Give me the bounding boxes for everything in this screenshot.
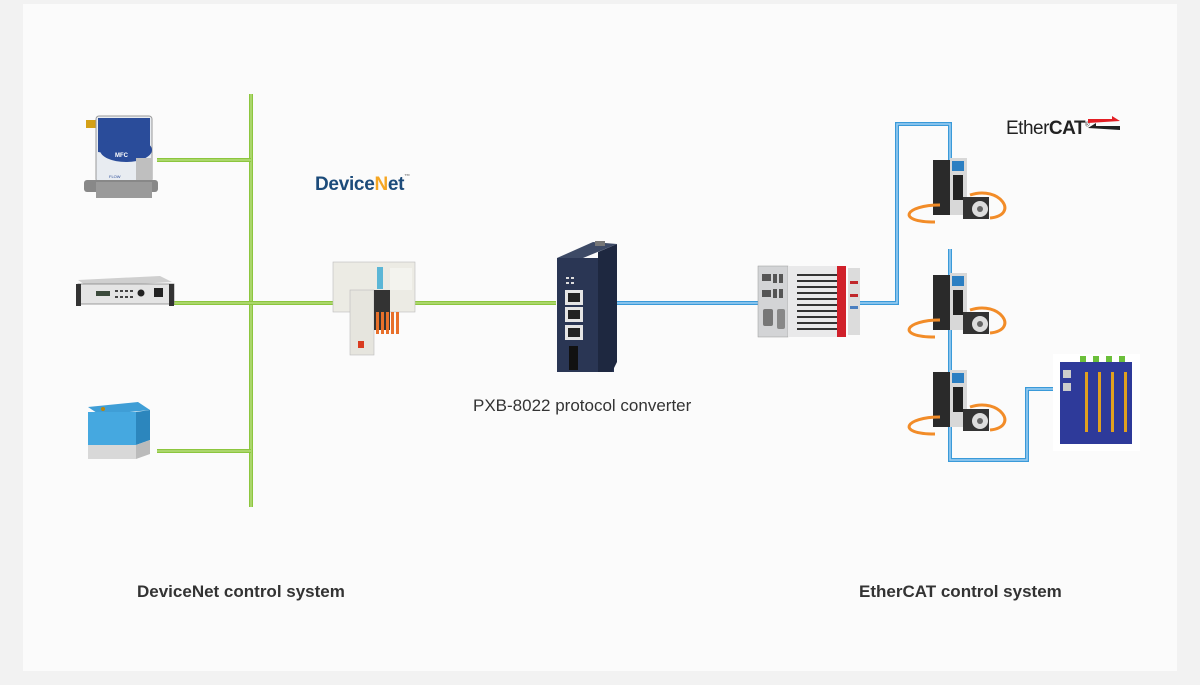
ethercat-caption: EtherCAT control system [859, 582, 1062, 601]
ethercat-ipc-to-servo1 [860, 122, 952, 305]
devicenet-logo-n: N [374, 174, 388, 195]
ethercat-logo: EtherCAT® [1006, 116, 1120, 140]
devicenet-caption: DeviceNet control system [137, 582, 345, 601]
devicenet-plc-device [332, 261, 416, 356]
ethercat-arrows-icon [1088, 116, 1120, 130]
ethercat-io-module-device [1053, 354, 1140, 451]
servo-drive-3 [907, 370, 1007, 436]
pxb-8022-converter-device [557, 241, 617, 372]
ethercat-ipc-device [757, 265, 860, 338]
devicenet-logo: DeviceNet™ [315, 174, 410, 195]
svg-text:FLOW: FLOW [109, 174, 121, 179]
rack-controller-device [76, 276, 175, 306]
svg-text:MFC: MFC [115, 153, 129, 159]
mfc-device: MFC FLOW [84, 115, 158, 198]
servo-drive-2 [907, 273, 1007, 339]
blue-sensor-device [88, 402, 150, 459]
converter-label: PXB-8022 protocol converter [473, 396, 692, 415]
servo-drive-1 [907, 158, 1007, 224]
